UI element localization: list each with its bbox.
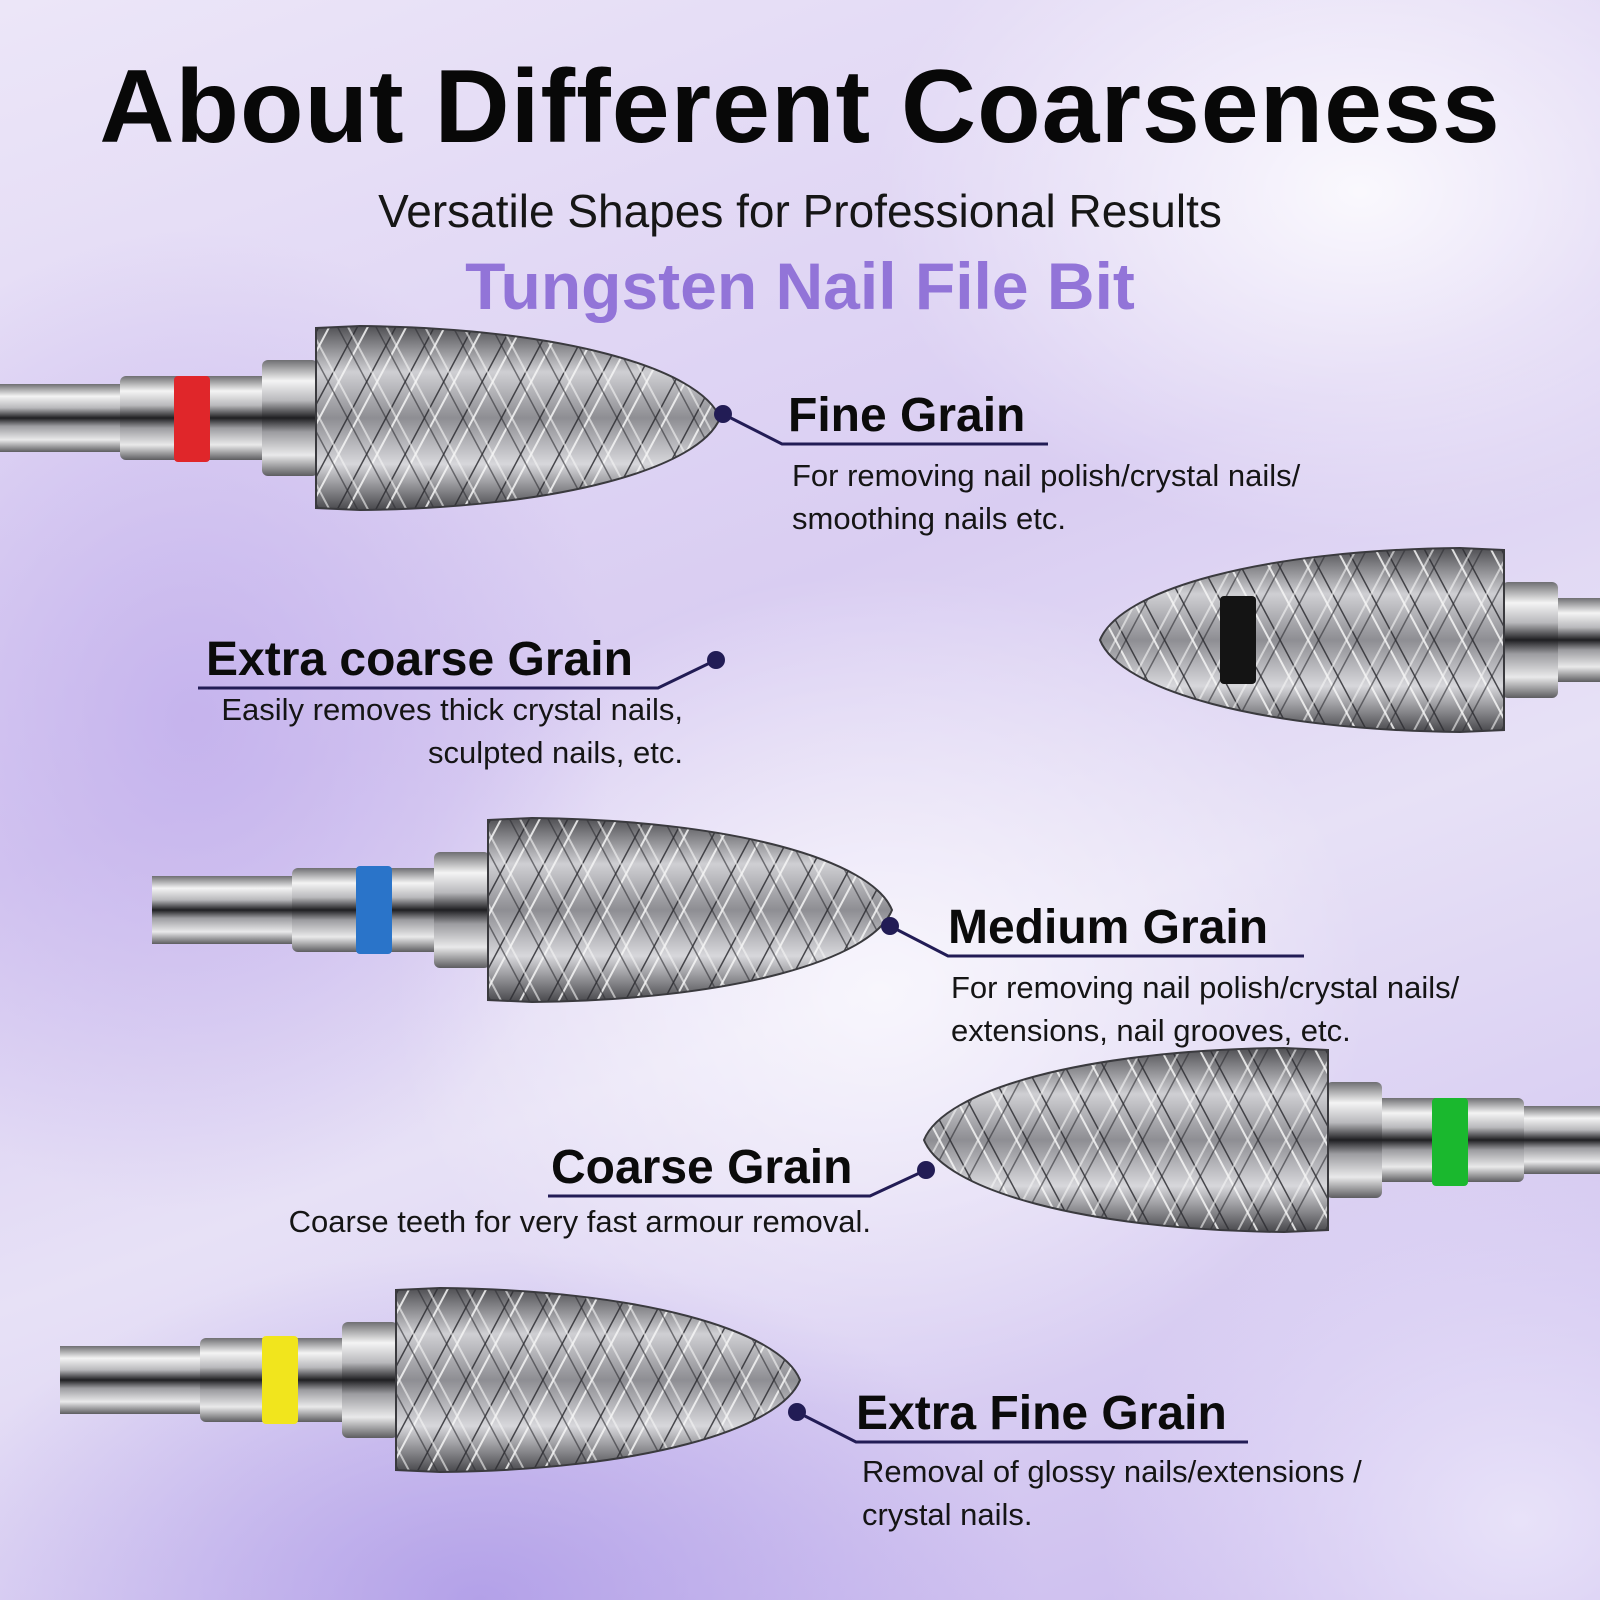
medium-grain-description: For removing nail polish/crystal nails/ …: [951, 966, 1459, 1052]
coarse-grain-leader-line: [548, 1168, 927, 1198]
extra-fine-grain-desc-line-2: crystal nails.: [862, 1497, 1033, 1532]
fine-grain-dot: [714, 405, 732, 423]
fine-grain-desc-line-1: For removing nail polish/crystal nails/: [792, 458, 1301, 493]
coarse-grain-bit: [923, 1047, 1600, 1233]
extra-coarse-grain-dot: [707, 651, 725, 669]
extra-coarse-grain-description: Easily removes thick crystal nails, scul…: [100, 688, 683, 774]
page-subtitle: Versatile Shapes for Professional Result…: [378, 185, 1222, 237]
medium-grain-desc-line-2: extensions, nail grooves, etc.: [951, 1013, 1351, 1048]
fine-grain-leader-line: [722, 412, 1048, 446]
extra-coarse-grain-desc-line-2: sculpted nails, etc.: [427, 735, 683, 770]
extra-fine-grain-desc-line-1: Removal of glossy nails/extensions /: [862, 1454, 1362, 1489]
extra-coarse-grain-desc-line-1: Easily removes thick crystal nails,: [221, 692, 683, 727]
medium-grain-desc-line-1: For removing nail polish/crystal nails/: [951, 970, 1460, 1005]
fine-grain-color-ring: [174, 376, 210, 462]
extra-fine-grain-description: Removal of glossy nails/extensions / cry…: [862, 1450, 1362, 1536]
product-name: Tungsten Nail File Bit: [465, 249, 1135, 323]
medium-grain-title: Medium Grain: [948, 901, 1269, 954]
extra-fine-grain-bit: [59, 1287, 801, 1473]
extra-fine-grain-title: Extra Fine Grain: [856, 1387, 1227, 1440]
fine-grain-description: For removing nail polish/crystal nails/ …: [792, 454, 1300, 540]
leader-lines: [198, 412, 1304, 1444]
extra-coarse-grain-leader-line: [198, 658, 717, 690]
extra-coarse-grain-title: Extra coarse Grain: [206, 633, 633, 686]
medium-grain-bit: [151, 817, 893, 1003]
medium-grain-leader-line: [889, 924, 1304, 958]
fine-grain-title: Fine Grain: [788, 389, 1026, 442]
extra-fine-grain-dot: [788, 1403, 806, 1421]
extra-fine-grain-leader-line: [796, 1410, 1248, 1444]
coarse-grain-color-ring: [1432, 1098, 1468, 1186]
coarse-grain-title: Coarse Grain: [551, 1141, 853, 1194]
leader-dots: [707, 405, 935, 1421]
coarse-grain-description: Coarse teeth for very fast armour remova…: [150, 1200, 871, 1243]
page-title: About Different Coarseness: [99, 49, 1501, 165]
medium-grain-dot: [881, 917, 899, 935]
extra-fine-grain-color-ring: [262, 1336, 298, 1424]
coarse-grain-desc-line-1: Coarse teeth for very fast armour remova…: [288, 1204, 871, 1239]
extra-coarse-grain-bit: [1099, 547, 1600, 733]
fine-grain-desc-line-2: smoothing nails etc.: [792, 501, 1066, 536]
fine-grain-bit: [0, 325, 721, 511]
medium-grain-color-ring: [356, 866, 392, 954]
coarse-grain-dot: [917, 1161, 935, 1179]
extra-coarse-grain-color-ring: [1220, 596, 1256, 684]
